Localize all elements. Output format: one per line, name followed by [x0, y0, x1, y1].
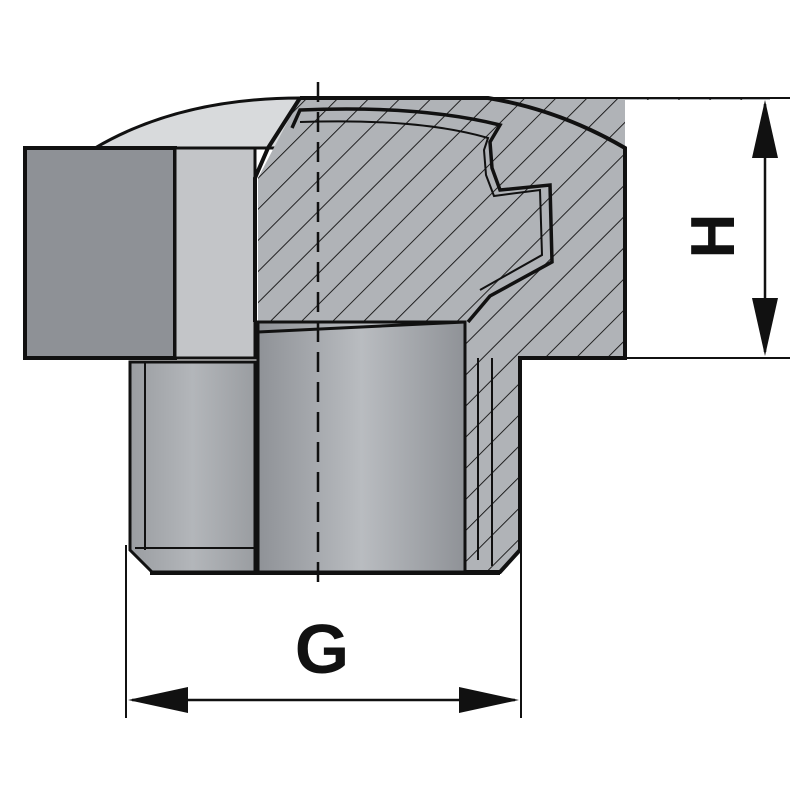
h-arrow-top — [752, 100, 778, 158]
h-arrow-bottom — [752, 298, 778, 356]
hex-head-left-face — [23, 146, 177, 360]
bore-top-edge — [257, 320, 466, 334]
thread-shank-left — [128, 360, 257, 574]
section-left-edge — [253, 96, 302, 322]
dimension-h-label: H — [679, 214, 748, 259]
dimension-g-label: G — [295, 610, 349, 688]
hex-head-middle-face — [173, 146, 257, 360]
section-body — [258, 98, 770, 572]
g-arrow-left — [128, 687, 188, 713]
section-outline — [300, 96, 627, 574]
seal-groove — [290, 107, 554, 324]
inner-bore — [256, 320, 467, 574]
seal-groove-inner — [299, 120, 544, 291]
g-arrow-right — [459, 687, 519, 713]
dome-cap — [89, 96, 302, 150]
